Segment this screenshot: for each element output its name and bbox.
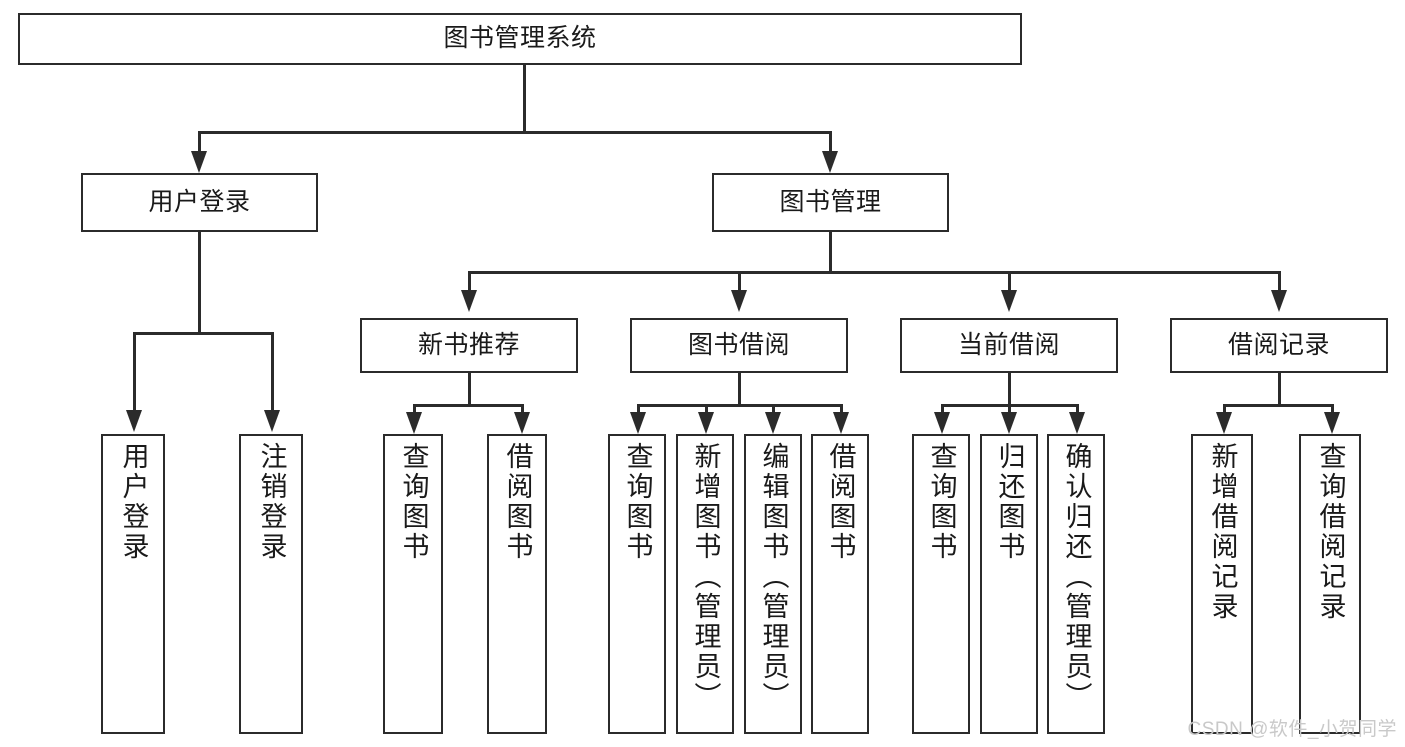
connector-cb-drop-1 [941, 404, 944, 416]
connector-root-stem [523, 65, 526, 132]
connector-l2-drop-1 [468, 271, 471, 293]
arrowhead-to-leaf-confirm-return [1068, 412, 1085, 434]
connector-nbr-bar [413, 404, 523, 407]
csdn-watermark: CSDN @软件_小贺同学 [1187, 719, 1397, 740]
arrowhead-to-current-borrow [1000, 290, 1017, 312]
leaf-query-book-1: 查询图书 [383, 434, 443, 734]
arrowhead-to-leaf-borrow-book-1 [513, 412, 530, 434]
arrowhead-to-borrow-record [1270, 290, 1287, 312]
node-label: 新增图书（管理员） [690, 442, 721, 712]
connector-br-stem [1278, 373, 1281, 406]
node-label: 确认归还（管理员） [1061, 442, 1092, 712]
connector-bb-drop-2 [705, 404, 708, 416]
connector-root-right-drop [829, 131, 832, 158]
node-label: 查询借阅记录 [1315, 442, 1346, 622]
connector-cb-drop-2 [1008, 404, 1011, 416]
leaf-query-book-2: 查询图书 [608, 434, 666, 734]
arrowhead-to-leaf-query-book-2 [629, 412, 646, 434]
connector-br-drop-1 [1223, 404, 1226, 416]
connector-l2-drop-2 [738, 271, 741, 293]
node-new-book-recommend: 新书推荐 [360, 318, 578, 373]
leaf-confirm-return: 确认归还（管理员） [1047, 434, 1105, 734]
connector-nbr-stem [468, 373, 471, 406]
connector-bb-drop-4 [840, 404, 843, 416]
leaf-borrow-book-1: 借阅图书 [487, 434, 547, 734]
arrowhead-to-leaf-user-login [125, 410, 142, 432]
arrowhead-to-user-login [190, 151, 207, 173]
node-borrow-record: 借阅记录 [1170, 318, 1388, 373]
connector-br-bar [1223, 404, 1333, 407]
arrowhead-to-leaf-logout [263, 410, 280, 432]
connector-bb-drop-1 [637, 404, 640, 416]
connector-nbr-drop-2 [521, 404, 524, 416]
connector-nbr-drop-1 [413, 404, 416, 416]
node-label: 查询图书 [398, 442, 429, 562]
node-label: 查询图书 [926, 442, 957, 562]
leaf-edit-book: 编辑图书（管理员） [744, 434, 802, 734]
arrowhead-to-leaf-add-record [1215, 412, 1232, 434]
node-label: 注销登录 [256, 442, 287, 562]
connector-user-login-bar [133, 332, 273, 335]
node-label: 用户登录 [118, 442, 149, 562]
connector-book-manage-bar [468, 271, 1280, 274]
node-label: 图书管理 [779, 187, 882, 216]
node-root-system: 图书管理系统 [18, 13, 1022, 65]
connector-l2-drop-4 [1278, 271, 1281, 293]
node-label: 图书借阅 [687, 330, 790, 359]
connector-user-login-drop-2 [271, 332, 274, 414]
arrowhead-to-leaf-borrow-book-2 [832, 412, 849, 434]
connector-br-drop-2 [1331, 404, 1334, 416]
arrowhead-to-book-borrow [730, 290, 747, 312]
node-label: 借阅图书 [825, 442, 856, 562]
node-label: 借阅图书 [502, 442, 533, 562]
node-book-manage: 图书管理 [712, 173, 949, 232]
node-label: 当前借阅 [957, 330, 1060, 359]
node-label: 编辑图书（管理员） [758, 442, 789, 712]
node-label: 用户登录 [148, 187, 251, 216]
node-current-borrow: 当前借阅 [900, 318, 1118, 373]
node-book-borrow: 图书借阅 [630, 318, 848, 373]
leaf-user-login: 用户登录 [101, 434, 165, 734]
node-label: 查询图书 [622, 442, 653, 562]
connector-bb-stem [738, 373, 741, 406]
leaf-return-book: 归还图书 [980, 434, 1038, 734]
node-label: 借阅记录 [1227, 330, 1330, 359]
node-label: 新增借阅记录 [1207, 442, 1238, 622]
connector-root-left-drop [198, 131, 201, 158]
arrowhead-to-leaf-query-record [1323, 412, 1340, 434]
leaf-borrow-book-2: 借阅图书 [811, 434, 869, 734]
arrowhead-to-leaf-return-book [1000, 412, 1017, 434]
node-label: 图书管理系统 [443, 24, 597, 53]
arrowhead-to-leaf-query-book-3 [933, 412, 950, 434]
node-label: 新书推荐 [417, 330, 520, 359]
leaf-query-book-3: 查询图书 [912, 434, 970, 734]
leaf-logout: 注销登录 [239, 434, 303, 734]
connector-root-bar [198, 131, 831, 134]
node-label: 归还图书 [994, 442, 1025, 562]
arrowhead-to-leaf-edit-book [764, 412, 781, 434]
arrowhead-to-book-manage [821, 151, 838, 173]
connector-user-login-stem [198, 232, 201, 333]
arrowhead-to-leaf-add-book [697, 412, 714, 434]
connector-bb-bar [637, 404, 841, 407]
connector-user-login-drop-1 [133, 332, 136, 414]
leaf-add-book: 新增图书（管理员） [676, 434, 734, 734]
connector-bb-drop-3 [772, 404, 775, 416]
leaf-add-record: 新增借阅记录 [1191, 434, 1253, 734]
node-user-login: 用户登录 [81, 173, 318, 232]
arrowhead-to-new-book-recommend [460, 290, 477, 312]
connector-cb-stem [1008, 373, 1011, 406]
connector-book-manage-stem [829, 232, 832, 273]
connector-cb-drop-3 [1076, 404, 1079, 416]
arrowhead-to-leaf-query-book-1 [405, 412, 422, 434]
connector-l2-drop-3 [1008, 271, 1011, 293]
leaf-query-record: 查询借阅记录 [1299, 434, 1361, 734]
